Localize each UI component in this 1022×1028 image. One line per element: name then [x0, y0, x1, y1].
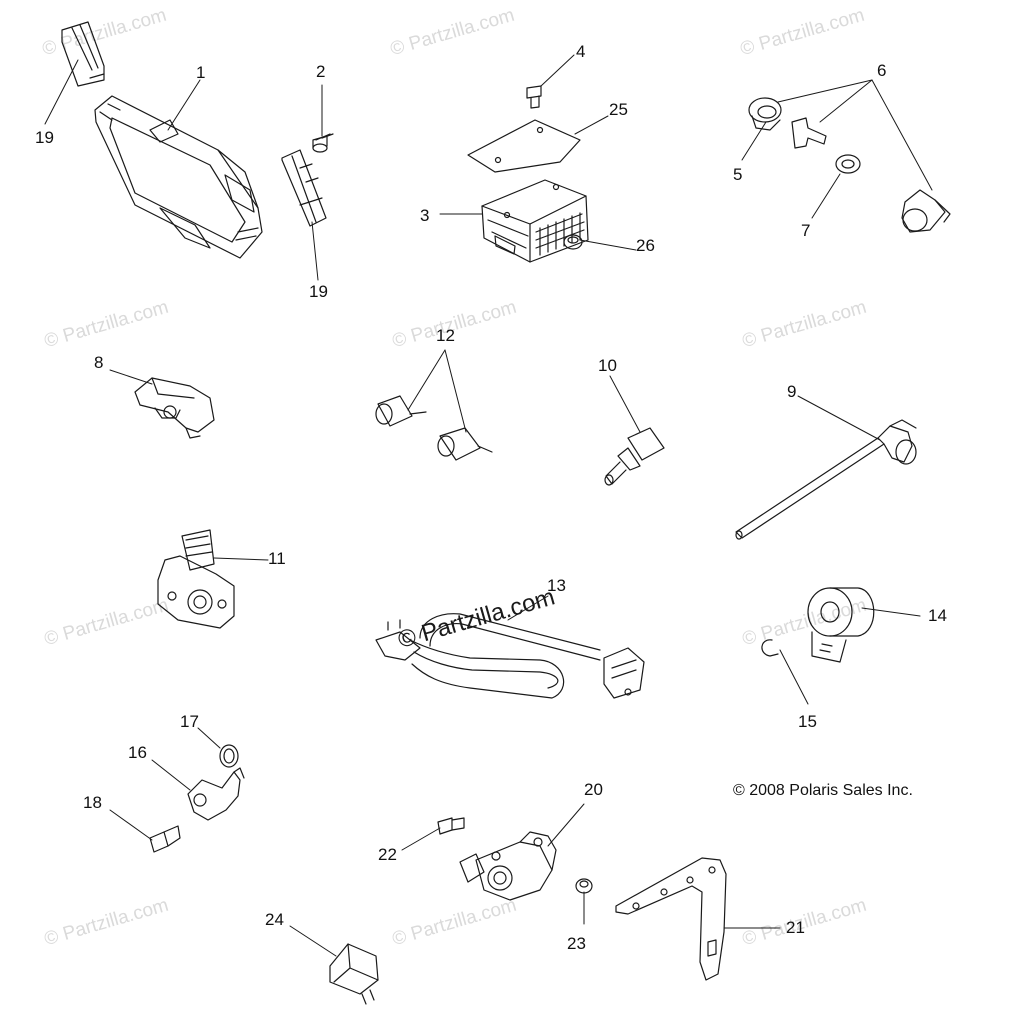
part-1-ecu [94, 95, 263, 259]
callout-8: 8 [94, 353, 104, 372]
part-12-resistor-a [375, 395, 427, 427]
part-26-nut [563, 234, 583, 250]
callout-18: 18 [83, 793, 102, 812]
part-7-washer [835, 154, 861, 174]
part-25-gasket [467, 119, 581, 173]
callout-15: 15 [798, 712, 817, 731]
callout-23: 23 [567, 934, 586, 953]
part-2-bolt [312, 133, 334, 153]
part-6-sensor [901, 189, 951, 233]
part-4-screw [526, 85, 542, 109]
part-14-knock-sensor [807, 587, 875, 663]
part-5-grommet [748, 97, 782, 131]
part-19-bracket-a [61, 21, 105, 87]
callout-13: 13 [547, 576, 566, 595]
callout-1: 1 [196, 63, 206, 82]
part-13-harness [375, 613, 645, 699]
callout-26: 26 [636, 236, 655, 255]
callout-4: 4 [576, 42, 586, 61]
callout-17: 17 [180, 712, 199, 731]
part-3-module [481, 179, 589, 263]
leader-lines [44, 54, 933, 957]
callout-21: 21 [786, 918, 805, 937]
callout-7: 7 [801, 221, 811, 240]
callout-5: 5 [733, 165, 743, 184]
callout-11: 11 [268, 549, 286, 568]
part-8-map-sensor [134, 377, 215, 439]
part-20-iac [459, 831, 557, 901]
callout-6: 6 [877, 61, 887, 80]
part-23-nut [575, 878, 593, 894]
part-21-bracket [615, 857, 727, 981]
part-16-sensor [187, 767, 245, 821]
part-12-resistor-b [437, 427, 493, 461]
part-11-tps [157, 529, 235, 629]
part-22-bolt [437, 817, 465, 835]
copyright-notice: © 2008 Polaris Sales Inc. [733, 782, 913, 799]
part-18-bolt [149, 825, 181, 853]
part-24-relay [329, 943, 379, 1005]
callout-9: 9 [787, 382, 797, 401]
part-9-speed-sensor [735, 419, 917, 540]
callout-2: 2 [316, 62, 326, 81]
callout-25: 25 [609, 100, 628, 119]
callout-10: 10 [598, 356, 617, 375]
part-10-temp-sensor [604, 427, 665, 486]
callout-14: 14 [928, 606, 947, 625]
callout-3: 3 [420, 206, 430, 225]
callout-19a: 19 [35, 128, 54, 147]
callout-16: 16 [128, 743, 147, 762]
callout-22: 22 [378, 845, 397, 864]
callout-12: 12 [436, 326, 455, 345]
callout-20: 20 [584, 780, 603, 799]
callout-19b: 19 [309, 282, 328, 301]
part-19-bracket-b [281, 149, 327, 227]
part-17-oring [219, 744, 239, 768]
part-15-clip [761, 639, 779, 657]
callout-24: 24 [265, 910, 284, 929]
part-6-clip [791, 117, 827, 149]
